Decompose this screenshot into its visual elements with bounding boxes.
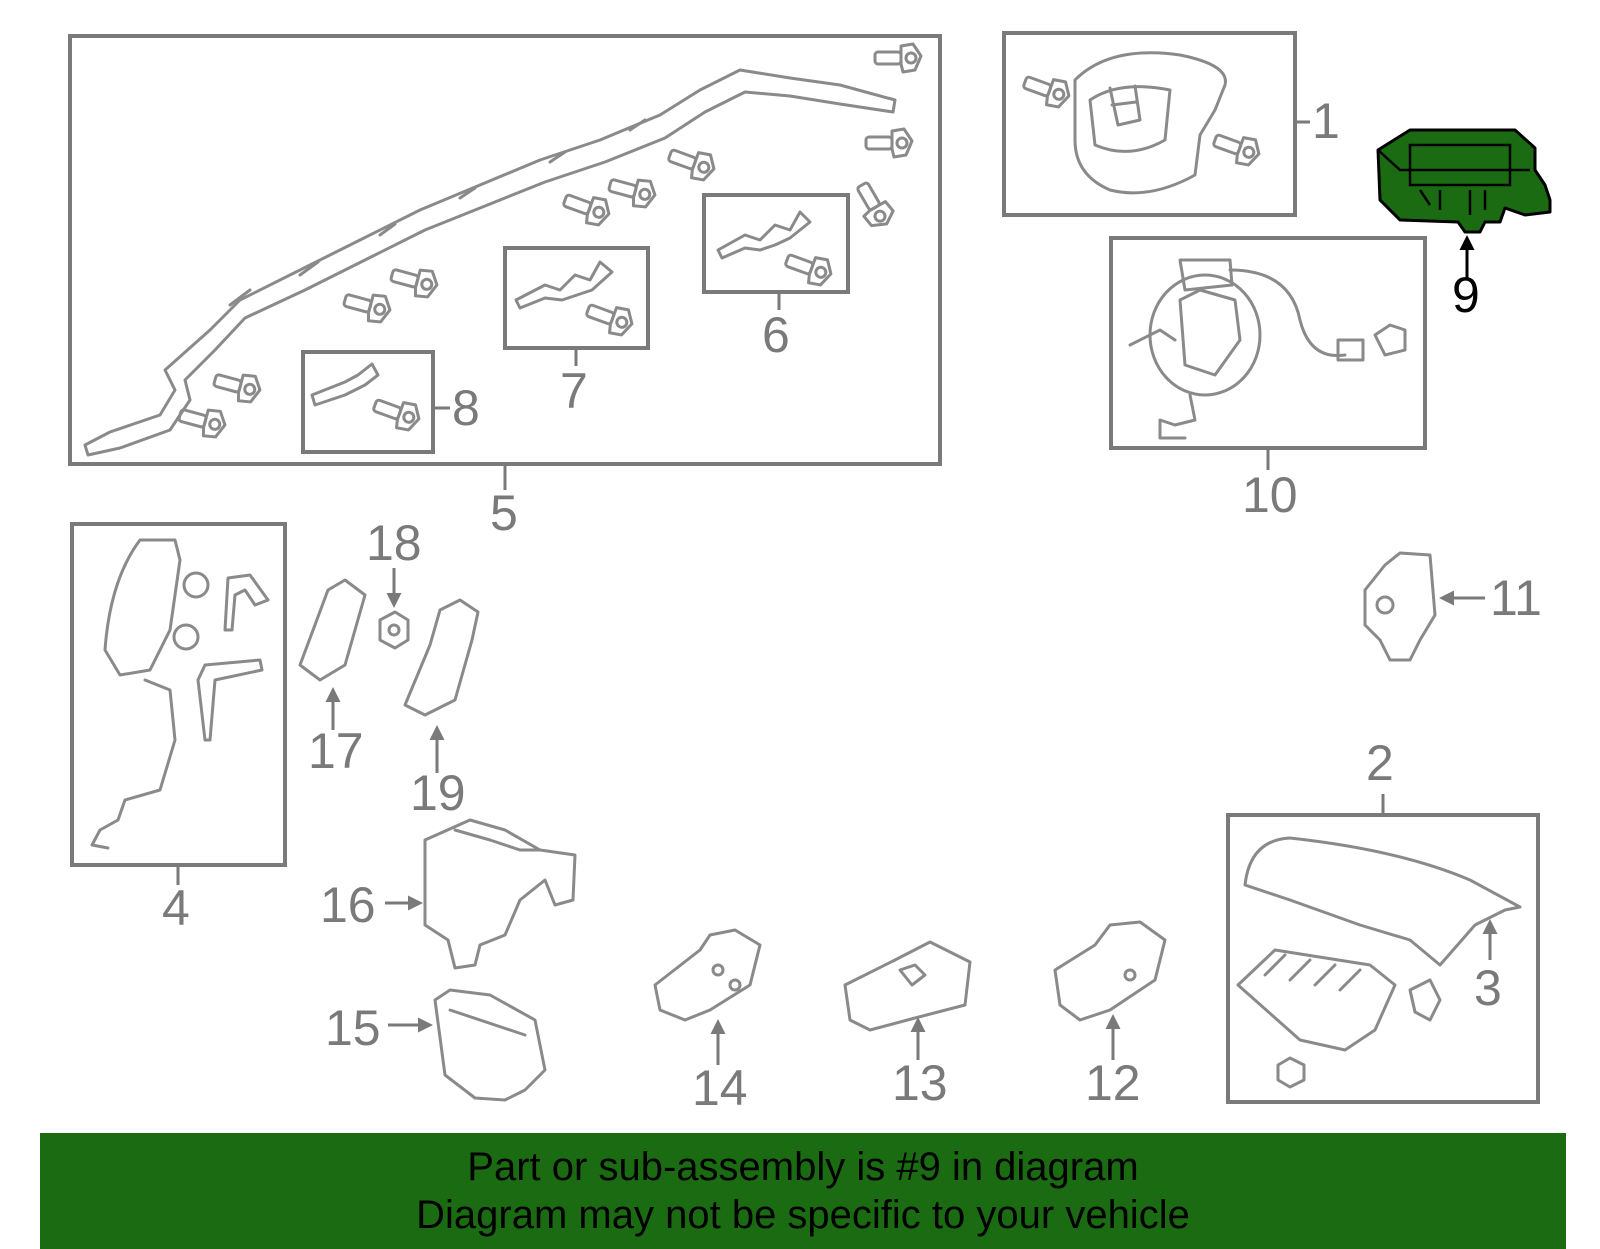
- banner-line-2: Diagram may not be specific to your vehi…: [416, 1193, 1190, 1237]
- callout-8: 8: [452, 380, 480, 436]
- callout-11: 11: [1490, 570, 1542, 626]
- callout-13: 13: [892, 1055, 948, 1111]
- bolt-icon: [864, 127, 914, 159]
- group-6-box: [702, 193, 850, 294]
- callout-10: 10: [1242, 467, 1298, 523]
- callout-4: 4: [162, 880, 190, 936]
- clock-spring-group: [1109, 236, 1427, 470]
- curtain-airbag-rail: [83, 68, 897, 457]
- bolt-icon: [339, 284, 395, 327]
- clock-spring-icon: [1128, 258, 1407, 440]
- bolt-icon: [663, 140, 720, 186]
- part-19-icon: [403, 598, 480, 773]
- callout-7: 7: [560, 363, 588, 419]
- callout-6: 6: [762, 307, 790, 363]
- curtain-airbag-group: [68, 34, 942, 490]
- passenger-airbag-icon: [1236, 836, 1522, 1089]
- part-16-bracket-icon: [385, 818, 577, 970]
- callout-19: 19: [410, 765, 466, 821]
- banner-line-1: Part or sub-assembly is #9 in diagram: [467, 1145, 1139, 1189]
- callout-16: 16: [320, 877, 376, 933]
- callout-5: 5: [490, 485, 518, 541]
- callout-9: 9: [1452, 267, 1480, 323]
- callout-12: 12: [1085, 1055, 1141, 1111]
- group-1-box: [1002, 31, 1297, 217]
- bolt-icon: [873, 42, 923, 74]
- bolt-icon: [558, 185, 615, 231]
- callout-2: 2: [1366, 735, 1394, 791]
- part-11-sensor-icon: [1363, 551, 1485, 662]
- bolt-icon: [209, 364, 265, 407]
- callout-3: 3: [1474, 960, 1502, 1016]
- part-17-icon: [298, 578, 367, 730]
- callout-18: 18: [366, 515, 422, 571]
- bolt-icon: [604, 169, 660, 212]
- callout-1: 1: [1312, 93, 1340, 149]
- part-18-nut-icon: [378, 568, 410, 650]
- steering-wheel-airbag-icon: [1073, 51, 1227, 195]
- part-14-sensor-icon: [653, 928, 762, 1065]
- bolt-icon: [581, 295, 638, 341]
- part-15-module-icon: [388, 988, 547, 1102]
- group-8-box: [301, 350, 435, 454]
- bolt-icon: [386, 259, 442, 302]
- bolt-icon: [848, 176, 899, 234]
- callout-15: 15: [325, 1000, 381, 1056]
- bolt-icon: [1208, 125, 1265, 171]
- part-13-sensor-icon: [843, 940, 972, 1060]
- driver-airbag-group: [1002, 31, 1310, 217]
- bolt-icon: [1018, 67, 1075, 113]
- parts-diagram: 1 2 3 4 5 6 7 8 9 10 11 12 13 14 15 16 1…: [68, 31, 1552, 1116]
- callout-17: 17: [308, 723, 364, 779]
- callout-14: 14: [692, 1060, 748, 1116]
- passenger-airbag-group: [1226, 794, 1540, 1104]
- part-12-sensor-icon: [1053, 920, 1167, 1060]
- group-7-box: [503, 246, 650, 350]
- airbag-control-unit-icon: [1376, 128, 1552, 280]
- bolt-icon: [368, 390, 425, 436]
- side-airbag-group: [70, 522, 287, 885]
- bolt-icon: [780, 245, 837, 291]
- info-banner: Part or sub-assembly is #9 in diagram Di…: [40, 1133, 1566, 1249]
